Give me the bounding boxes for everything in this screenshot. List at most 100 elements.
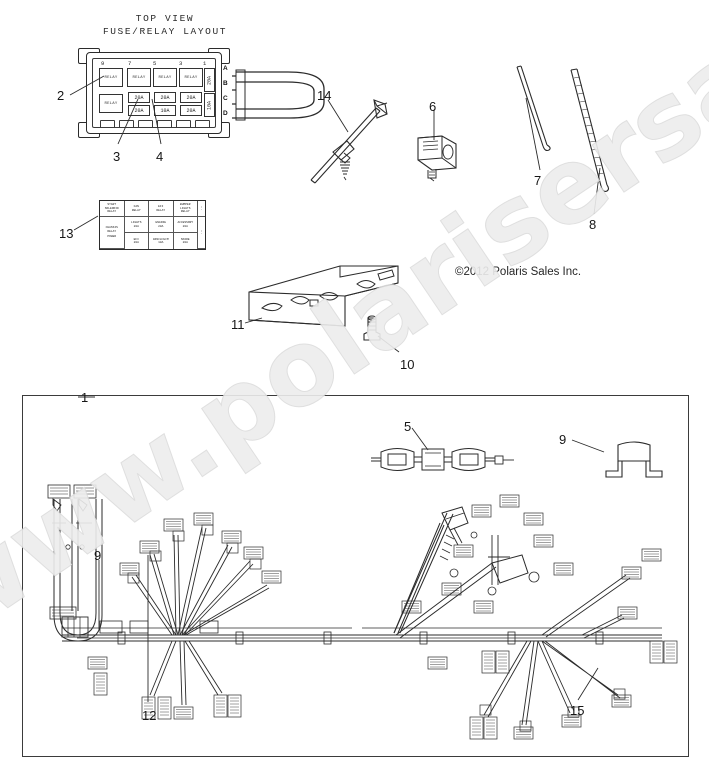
legend-text: LIGHTS	[131, 221, 142, 225]
legend-text: CHASSIS	[105, 226, 118, 230]
leader-3	[117, 98, 139, 145]
legend-text: 20A	[133, 241, 139, 244]
part-5-inline-connector	[371, 448, 514, 471]
main-harness-panel	[22, 395, 689, 757]
legend-text: 10A	[158, 241, 164, 244]
fusebox-terminal-tab-5	[176, 120, 191, 128]
fusebox-relay-1: RELAY	[99, 68, 123, 87]
fusebox-harness-loop	[232, 69, 325, 121]
callout-9-bottom: 9	[94, 548, 102, 563]
detail-parts-group	[248, 65, 610, 341]
fusebox-fuse-20a-1: 20A	[128, 92, 150, 103]
callout-8: 8	[589, 217, 597, 232]
legend-cell-efi-20a: EFI 20A	[125, 233, 149, 249]
part-10-push-rivet	[363, 315, 381, 341]
part-7-cable-tie-long	[516, 65, 551, 152]
fusebox-relay-5: RELAY	[99, 94, 123, 113]
fusebox-title-line1: TOP VIEW	[135, 13, 195, 24]
legend-text: RELAY	[156, 208, 166, 212]
leader-5	[411, 427, 429, 451]
legend-marker-column-top: ⋮	[198, 201, 205, 217]
fusebox-side-letter-a: A	[223, 65, 228, 72]
callout-9-top: 9	[559, 432, 567, 447]
legend-cell-chassis-relay: CHASSIS RELAY POWER	[100, 217, 125, 249]
fusebox-relay-4: RELAY	[179, 68, 203, 87]
leader-7	[525, 97, 541, 171]
fusebox-slot-number-1: 1	[203, 60, 207, 67]
legend-cell-bumper-lights-relay: BUMPER LIGHTS RELAY	[173, 201, 198, 217]
callout-7: 7	[534, 173, 542, 188]
callout-4: 4	[156, 149, 164, 164]
legend-text: RELAY	[131, 208, 141, 212]
leader-10	[377, 335, 400, 353]
part-11-harness-bracket	[248, 265, 399, 327]
leader-9a	[571, 439, 605, 453]
leader-13	[73, 215, 99, 231]
fusebox-terminal-tab-6	[195, 120, 210, 128]
fusebox-slot-number-5: 5	[153, 60, 157, 67]
harness-trunk-clamps	[117, 631, 604, 645]
fusebox-slot-number-7: 7	[128, 60, 132, 67]
fusebox-relay-3: RELAY	[153, 68, 177, 87]
callout-14: 14	[317, 88, 332, 103]
harness-left-battery-loop	[47, 484, 103, 642]
legend-text: 20A	[158, 224, 164, 228]
fusebox-terminal-tab-3	[138, 120, 153, 128]
legend-text: SPARE	[180, 237, 190, 241]
legend-text: FAN	[133, 205, 139, 209]
legend-text: BUMPER	[180, 203, 191, 207]
legend-text: RELAY	[107, 210, 117, 214]
fusebox-fuse-20a-3: 20A	[180, 92, 202, 103]
leader-2	[69, 75, 105, 96]
harness-left-branches	[87, 512, 282, 720]
legend-text: LIGHTS	[180, 206, 191, 210]
fusebox-slot-number-3: 3	[179, 60, 183, 67]
legend-cell-accessory-20a: ACCESSORY 20A	[173, 217, 198, 233]
callout-3: 3	[113, 149, 121, 164]
legend-text: SOLENOID	[104, 206, 119, 210]
callout-11: 11	[231, 317, 245, 332]
fusebox-side-letter-b: B	[223, 80, 228, 87]
part-6-connector-housing	[417, 135, 457, 182]
legend-cell-lights-20a: LIGHTS 20A	[124, 217, 149, 233]
fusebox-fuse-20a-2: 20A	[154, 92, 176, 103]
legend-text: EFI	[133, 237, 139, 241]
callout-6: 6	[429, 99, 437, 114]
fusebox-terminal-tab-1	[100, 120, 115, 128]
legend-text: ACCESSORY	[177, 221, 194, 225]
fusebox-body: 9 7 5 3 1 RELAY RELAY RELAY RELAY RELAY …	[86, 52, 222, 134]
relay-fuse-legend-table: START SOLENOID RELAY FAN RELAY EFI RELAY…	[99, 200, 206, 250]
fusebox-fuse-20a-5: 20A	[180, 105, 202, 116]
callout-2: 2	[57, 88, 65, 103]
harness-right-frame	[393, 494, 574, 639]
callout-5: 5	[404, 419, 412, 434]
callout-10: 10	[400, 357, 415, 372]
part-9-harness-clamp-detail	[605, 441, 663, 478]
legend-text: RELAY	[107, 229, 117, 233]
callout-13: 13	[59, 226, 74, 241]
legend-text: RELAY	[180, 210, 190, 214]
legend-text: 20A	[133, 224, 139, 228]
legend-marker-column-bottom: ⋮	[198, 217, 205, 249]
fusebox-relay-2: RELAY	[127, 68, 151, 87]
callout-15: 15	[570, 703, 585, 718]
fusebox-fuse-20a-4: 20A	[128, 105, 150, 116]
legend-cell-spare-20a: SPARE 20A	[174, 233, 198, 249]
legend-text: POWER	[107, 235, 117, 239]
copyright-notice: ©2012 Polaris Sales Inc.	[455, 266, 582, 278]
legend-cell-efi-relay: EFI RELAY	[149, 201, 174, 217]
callout-1: 1	[81, 390, 89, 405]
harness-main-trunk	[62, 627, 662, 642]
leader-4	[151, 98, 162, 145]
fusebox-title: TOP VIEW FUSE/RELAY LAYOUT	[100, 12, 230, 38]
legend-text: 20A	[182, 241, 188, 244]
part-8-cable-tie-long	[570, 68, 610, 192]
fusebox-slot-number-9: 9	[101, 60, 105, 67]
fusebox-inner-frame	[92, 58, 216, 128]
legend-text: ENGINE	[155, 221, 166, 225]
legend-text: START	[107, 203, 117, 207]
harness-right-lower-branches	[427, 548, 678, 740]
legend-cell-engine-20a: ENGINE 20A	[149, 217, 174, 233]
